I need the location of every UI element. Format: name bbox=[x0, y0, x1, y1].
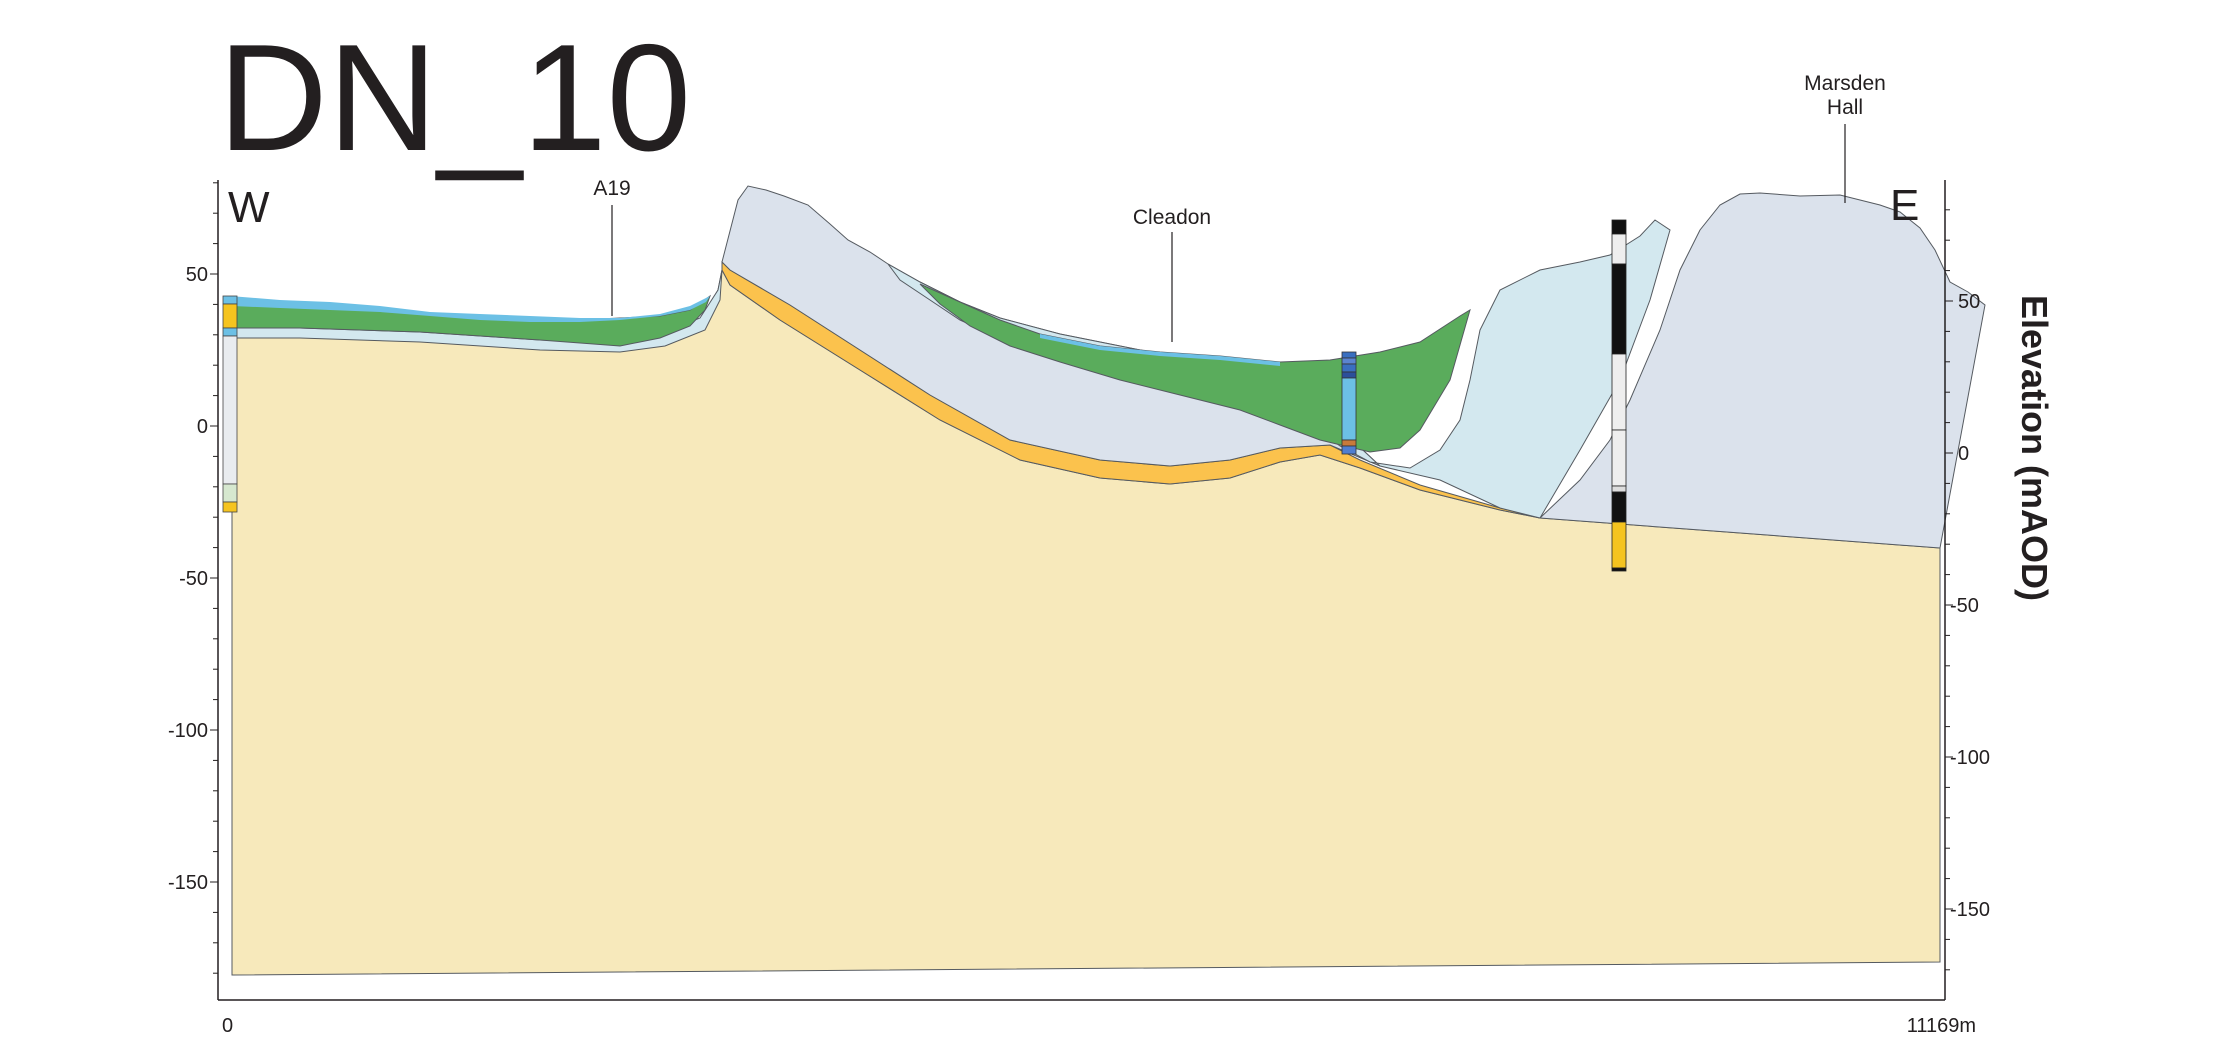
borehole-west bbox=[222, 295, 238, 513]
right-tick-0: 0 bbox=[1958, 443, 1969, 465]
right-tick-minus-100: -100 bbox=[1950, 747, 1990, 769]
borehole-east bbox=[1611, 219, 1627, 572]
place-label-cleadon-group: Cleadon bbox=[1133, 206, 1211, 342]
borehole-middle bbox=[1341, 351, 1357, 455]
left-tick-minus-100: -100 bbox=[168, 720, 208, 742]
left-axis: 50 0 -50 -100 -150 bbox=[168, 180, 1945, 1001]
place-label-marsden-line1: Marsden bbox=[1804, 72, 1886, 95]
place-label-a19-group: A19 bbox=[593, 177, 631, 316]
bottom-axis-start: 0 bbox=[222, 1015, 233, 1037]
left-tick-0: 0 bbox=[197, 416, 208, 438]
right-tick-50: 50 bbox=[1958, 291, 1980, 313]
blue-surface-west bbox=[230, 296, 710, 322]
direction-east: E bbox=[1890, 181, 1919, 230]
grey-blue-east-layer bbox=[1538, 192, 1986, 549]
right-tick-minus-50: -50 bbox=[1950, 595, 1979, 617]
place-label-marsden-group: Marsden Hall bbox=[1804, 72, 1886, 203]
place-label-marsden-line2: Hall bbox=[1827, 96, 1863, 119]
right-tick-minus-150: -150 bbox=[1950, 899, 1990, 921]
right-axis-label: Elevation (mAOD) bbox=[2014, 295, 2055, 601]
direction-west: W bbox=[228, 183, 270, 232]
bottom-axis-end: 11169m bbox=[1907, 1015, 1976, 1037]
left-tick-minus-150: -150 bbox=[168, 872, 208, 894]
left-tick-50: 50 bbox=[186, 264, 208, 286]
blue-surface-cleadon bbox=[1040, 334, 1280, 366]
place-label-cleadon: Cleadon bbox=[1133, 206, 1211, 229]
section-title: DN_10 bbox=[218, 13, 691, 183]
left-tick-minus-50: -50 bbox=[179, 568, 208, 590]
place-label-a19: A19 bbox=[593, 177, 630, 200]
right-axis: 50 0 -50 -100 -150 Elevation (mAOD) bbox=[1944, 180, 2055, 1000]
